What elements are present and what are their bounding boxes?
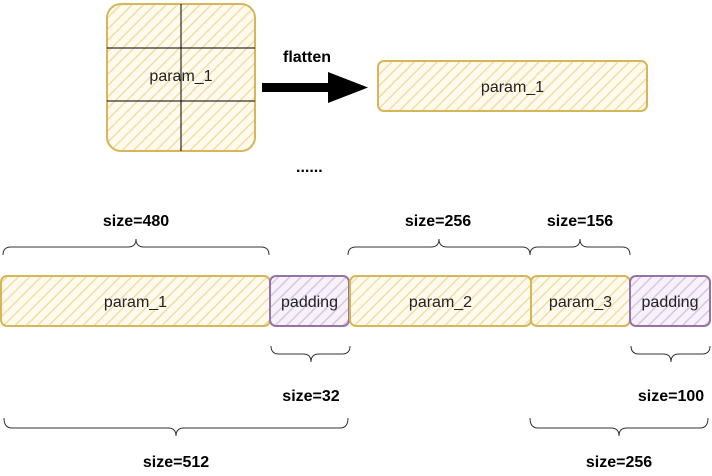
block-param-3-label: param_3 <box>549 294 612 311</box>
flatten-label: flatten <box>283 49 331 66</box>
block-param-1: param_1 <box>0 275 271 327</box>
size-label-param-2: size=256 <box>405 213 471 230</box>
brace-param-3 <box>529 238 631 256</box>
matrix-label: param_1 <box>149 68 212 85</box>
flattened-label: param_1 <box>481 79 544 96</box>
ellipsis-text: ...... <box>296 159 323 176</box>
matrix-param-1: param_1 <box>106 3 256 152</box>
brace-param-1 <box>2 238 270 256</box>
flattened-param-1: param_1 <box>377 60 648 112</box>
size-label-param-1: size=480 <box>103 213 169 230</box>
size-label-group-2: size=256 <box>586 454 652 471</box>
block-padding-1-label: padding <box>281 294 338 311</box>
block-padding-2-label: padding <box>642 294 699 311</box>
brace-group-2 <box>529 417 709 437</box>
size-label-param-3: size=156 <box>547 213 613 230</box>
block-param-1-label: param_1 <box>104 294 167 311</box>
size-label-padding-1: size=32 <box>282 388 339 405</box>
block-param-2-label: param_2 <box>409 294 472 311</box>
brace-param-2 <box>347 238 531 256</box>
size-label-padding-2: size=100 <box>638 388 704 405</box>
block-padding-1: padding <box>269 275 350 327</box>
block-padding-2: padding <box>629 275 711 327</box>
block-param-3: param_3 <box>530 275 631 327</box>
brace-padding-1 <box>270 345 351 363</box>
size-label-group-1: size=512 <box>143 454 209 471</box>
block-param-2: param_2 <box>349 275 532 327</box>
brace-padding-2 <box>630 345 711 363</box>
flatten-arrow <box>262 72 368 103</box>
brace-group-1 <box>3 417 349 437</box>
